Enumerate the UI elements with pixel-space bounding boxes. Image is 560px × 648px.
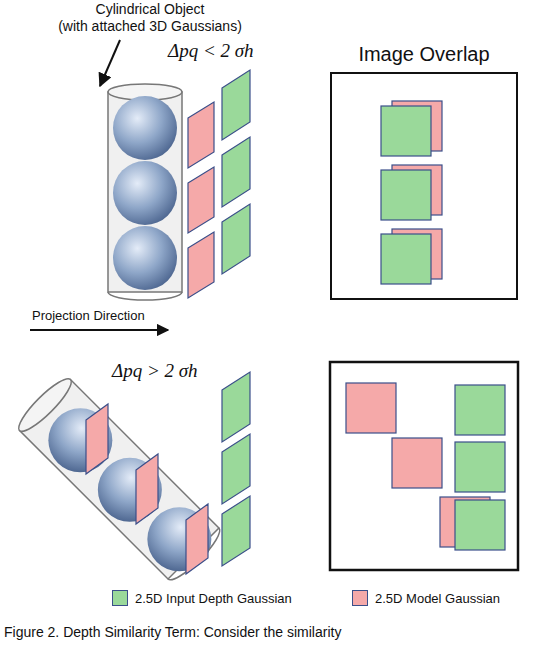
model-planes-top [188,102,214,298]
pointer-arrow [100,40,120,86]
object-label: Cylindrical Object [96,1,205,17]
legend-text: 2.5D Model Gaussian [375,591,500,606]
legend-entry: 2.5D Input Depth Gaussian [112,590,292,606]
legend-text: 2.5D Input Depth Gaussian [135,591,292,606]
upright-cylinder [108,84,182,300]
input-planes-top [222,70,250,274]
legend-swatch [112,590,128,606]
direction-label: Projection Direction [32,308,145,323]
overlap-box-bottom [330,362,518,570]
legend-swatch [352,590,368,606]
box-heading: Image Overlap [332,43,516,66]
input-planes-bottom [222,372,250,566]
math-condition: Δpq < 2 σh [168,40,254,62]
math-condition: Δpq > 2 σh [112,360,198,382]
image-overlap-box: Image Overlap [330,72,518,300]
object-label: (with attached 3D Gaussians) [58,18,242,34]
overlap-squares-top [381,101,442,284]
model-planes-bottom [86,404,208,574]
projection-arrow [30,329,168,331]
figure-caption: Figure 2. Depth Similarity Term: Conside… [4,624,341,640]
legend-entry: 2.5D Model Gaussian [352,590,500,606]
overlap-squares-bottom [346,383,505,550]
tilted-cylinder [13,373,227,587]
